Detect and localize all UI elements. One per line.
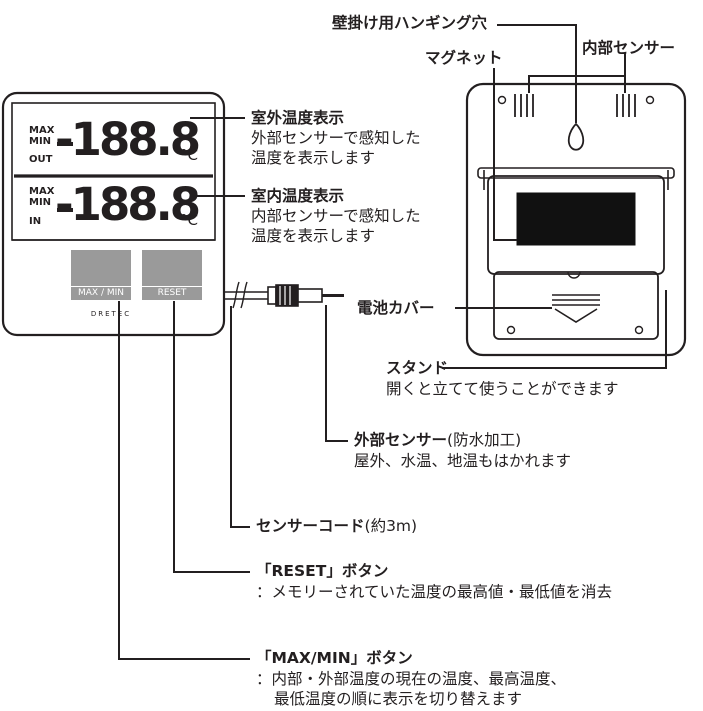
row2-unit: °C (180, 211, 198, 229)
reset-button-title: 「RESET」ボタン (256, 562, 389, 580)
lcd-minus-2 (57, 208, 73, 212)
indoor-display-line1: 内部センサーで感知した (251, 207, 421, 225)
maxmin-button-desc2: 最低温度の順に表示を切り替えます (274, 690, 523, 708)
reset-button-desc: ：メモリーされていた温度の最高値・最低値を消去 (256, 583, 613, 601)
maxmin-button-label-bg (71, 287, 131, 300)
external-sensor-title-main: 外部センサー (354, 431, 448, 449)
row1-unit: °C (180, 146, 198, 164)
sensor-cord-title-main: センサーコード (256, 517, 365, 535)
external-sensor-title: 外部センサー(防水加工) (354, 430, 521, 450)
row2-temperature: -188.8 (55, 178, 201, 231)
lcd-minus-1 (57, 142, 73, 146)
reset-button-label: RESET (157, 288, 187, 298)
internal-sensor-label: 内部センサー (582, 39, 676, 57)
indoor-display-title: 室内温度表示 (251, 187, 345, 205)
external-sensor-title-suffix: (防水加工) (447, 431, 522, 449)
reset-button-face (142, 250, 202, 286)
indoor-display-line2: 温度を表示します (251, 227, 376, 245)
outdoor-display-line2: 温度を表示します (251, 149, 376, 167)
row1-min-label: MIN (29, 136, 52, 147)
stand-title: スタンド (386, 359, 449, 377)
maxmin-button-face (71, 250, 131, 286)
stand-desc: 開くと立てて使うことができます (386, 380, 619, 398)
outdoor-display-line1: 外部センサーで感知した (251, 129, 421, 147)
front-unit (1, 91, 226, 337)
battery-cover-label: 電池カバー (357, 299, 435, 317)
row1-temperature: -188.8 (55, 113, 201, 166)
row1-max-label: MAX (29, 125, 55, 136)
maxmin-button-title: 「MAX/MIN」ボタン (256, 649, 413, 667)
hanging-hole-label: 壁掛け用ハンギング穴 (332, 14, 488, 32)
sensor-cord-title: センサーコード(約3m) (256, 516, 417, 536)
row2-zone-label: IN (29, 216, 42, 227)
sensor-cord (224, 281, 268, 309)
row1-zone-label: OUT (29, 154, 53, 165)
back-unit (465, 82, 687, 357)
magnet-label: マグネット (425, 49, 503, 67)
external-sensor-desc: 屋外、水温、地温もはかれます (354, 452, 572, 470)
row2-min-label: MIN (29, 197, 52, 208)
maxmin-button-label: MAX / MIN (78, 288, 124, 298)
row2-max-label: MAX (29, 186, 55, 197)
leader-lines (118, 24, 667, 660)
external-sensor (267, 284, 344, 307)
reset-button-label-bg (142, 287, 202, 300)
sensor-cord-title-suffix: (約3m) (364, 517, 418, 535)
brand-logo: DRETEC (90, 310, 132, 318)
maxmin-button-desc1: ：内部・外部温度の現在の温度、最高温度、 (256, 670, 567, 688)
outdoor-display-title: 室外温度表示 (251, 109, 345, 127)
